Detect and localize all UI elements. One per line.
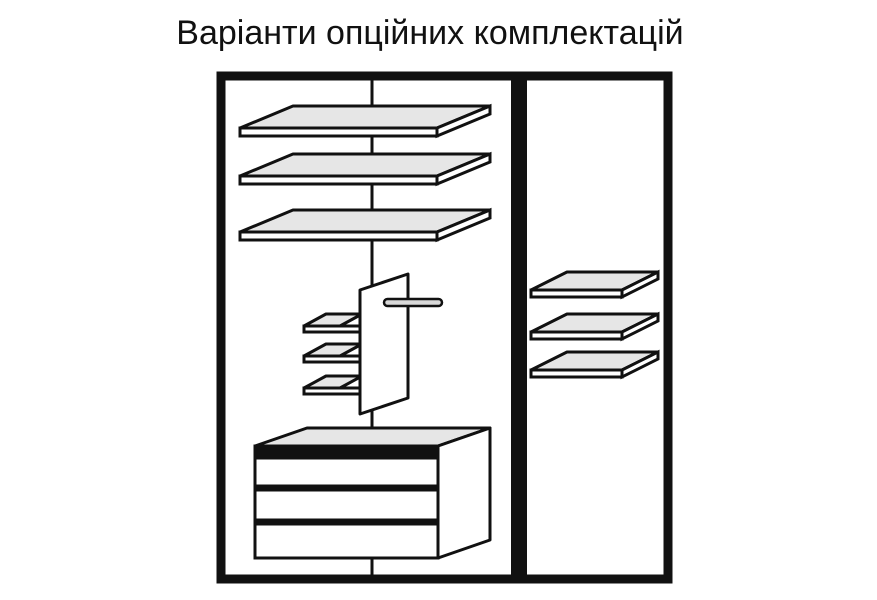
- wardrobe-center-divider: [511, 76, 527, 579]
- right-shelf-1: [529, 269, 660, 300]
- right-shelf-3: [529, 349, 660, 380]
- drawer-unit: [253, 426, 492, 560]
- drawer-1: [253, 456, 440, 488]
- drawer-unit-top-band: [255, 446, 438, 458]
- page-title: Варіанти опційних комплектацій: [176, 14, 684, 52]
- vertical-panel: [358, 272, 410, 416]
- hanging-rail: [382, 297, 444, 308]
- left-shelf-2: [238, 151, 492, 187]
- drawer-2: [253, 488, 440, 522]
- left-shelf-1: [238, 103, 492, 139]
- left-shelf-3: [238, 207, 492, 243]
- drawer-3: [253, 522, 440, 560]
- right-shelves: [529, 269, 660, 380]
- left-shelves: [238, 103, 492, 243]
- right-shelf-2: [529, 311, 660, 342]
- drawer-unit-side: [436, 426, 492, 560]
